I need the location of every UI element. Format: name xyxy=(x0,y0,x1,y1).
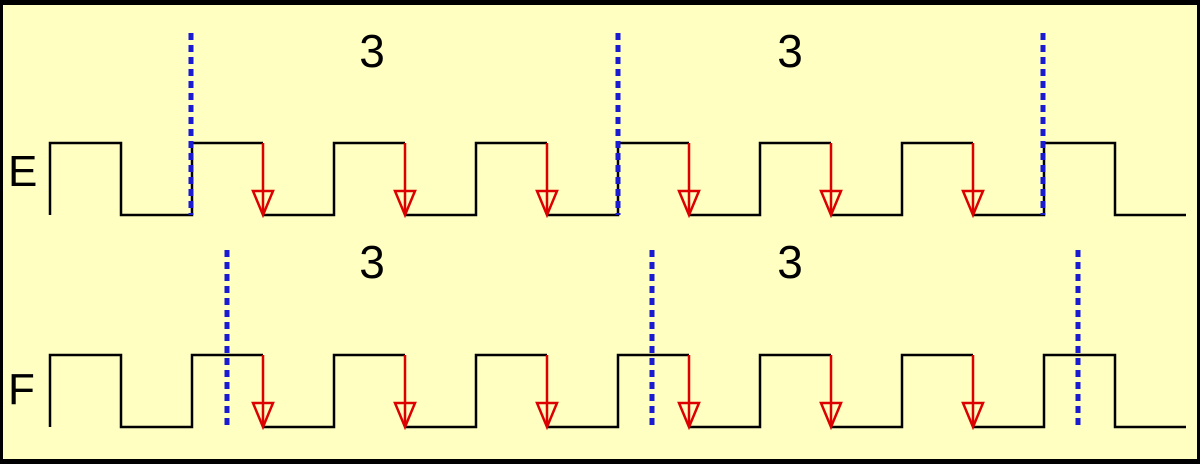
period-count-label: 3 xyxy=(359,236,385,288)
frame-bottom xyxy=(0,459,1200,464)
period-count-label: 3 xyxy=(777,25,803,77)
signal-label-F: F xyxy=(8,365,35,414)
falling-edge-arrowhead xyxy=(251,401,275,431)
frame-right xyxy=(1197,0,1200,464)
wave-F xyxy=(48,353,1186,429)
falling-edge-arrowhead xyxy=(961,401,985,431)
frame-left xyxy=(0,0,3,464)
falling-edge-arrowhead xyxy=(677,189,701,219)
period-count-label: 3 xyxy=(777,236,803,288)
falling-edge-arrowhead xyxy=(535,189,559,219)
falling-edge-arrowhead xyxy=(393,401,417,431)
falling-edge-arrowhead xyxy=(535,401,559,431)
falling-edge-arrowhead xyxy=(961,189,985,219)
falling-edge-arrowhead xyxy=(819,189,843,219)
frame-top xyxy=(0,0,1200,5)
falling-edge-arrowhead xyxy=(393,189,417,219)
signal-label-E: E xyxy=(8,147,37,196)
period-count-label: 3 xyxy=(359,25,385,77)
falling-edge-arrowhead xyxy=(677,401,701,431)
falling-edge-arrowhead xyxy=(251,189,275,219)
falling-edge-arrowhead xyxy=(819,401,843,431)
